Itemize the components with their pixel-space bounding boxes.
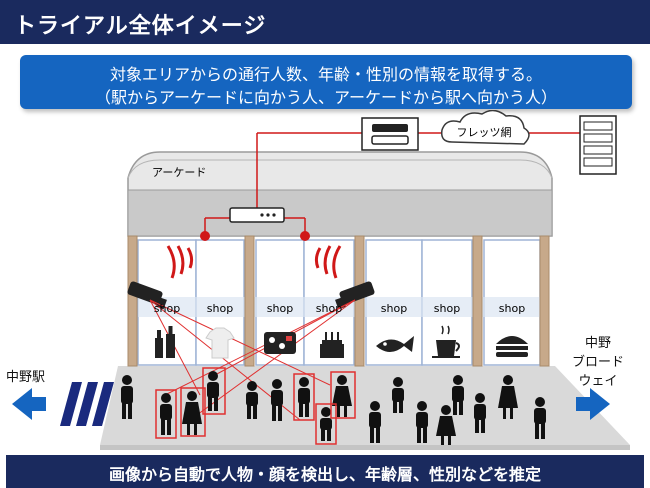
person-icon bbox=[271, 379, 283, 421]
shop-label-7: shop bbox=[499, 302, 525, 315]
bottles-icon bbox=[155, 326, 175, 358]
shop-labels: shop shop shop shop shop shop shop bbox=[154, 302, 525, 315]
router-icon bbox=[229, 207, 285, 223]
footer-bar: 画像から自動で人物・顔を検出し、年齢層、性別などを推定 bbox=[6, 455, 644, 488]
arcade-roof-rim bbox=[127, 159, 553, 179]
subtitle-box: 対象エリアからの通行人数、年齢・性別の情報を取得する。 （駅からアーケードに向か… bbox=[20, 55, 632, 109]
person-icon bbox=[182, 391, 202, 435]
person-icon bbox=[534, 397, 546, 439]
shop-label-1: shop bbox=[154, 302, 180, 315]
pillar-5 bbox=[539, 235, 550, 367]
diagram-canvas: フレッツ網 アーケード shop bbox=[12, 110, 630, 450]
subtitle-line-1: 対象エリアからの通行人数、年齢・性別の情報を取得する。 bbox=[109, 65, 542, 84]
detection-boxes bbox=[155, 367, 356, 445]
pavement-edge bbox=[100, 445, 630, 450]
fish-icon bbox=[376, 336, 414, 352]
person-icon bbox=[392, 377, 404, 413]
person-icon bbox=[452, 375, 464, 415]
title-bar bbox=[0, 0, 650, 44]
server-icon bbox=[579, 115, 617, 175]
signal-waves-left bbox=[166, 231, 210, 279]
person-icon bbox=[121, 375, 133, 419]
person-icon bbox=[474, 393, 486, 433]
pillar-4 bbox=[472, 235, 483, 367]
person-icon bbox=[332, 375, 352, 417]
shop-label-2: shop bbox=[207, 302, 233, 315]
shop-label-5: shop bbox=[381, 302, 407, 315]
person-icon bbox=[369, 401, 381, 443]
gateway-icon bbox=[361, 117, 419, 151]
right-arrow-icon bbox=[576, 388, 610, 420]
shop-label-3: shop bbox=[267, 302, 293, 315]
station-gate-icon bbox=[60, 382, 114, 426]
tshirt-icon bbox=[205, 327, 235, 359]
left-arrow-icon bbox=[12, 388, 46, 420]
pillars bbox=[127, 235, 550, 367]
shop-label-4: shop bbox=[316, 302, 342, 315]
shop-row bbox=[137, 239, 541, 366]
burger-icon bbox=[496, 336, 528, 357]
cloud-icon bbox=[440, 110, 530, 145]
subtitle-line-2: （駅からアーケードに向かう人、アーケードから駅へ向かう人） bbox=[94, 88, 558, 107]
signal-waves-right bbox=[300, 231, 342, 279]
left-destination-label: 中野駅 bbox=[6, 370, 46, 385]
person-icon bbox=[160, 393, 172, 435]
person-icon bbox=[246, 381, 258, 419]
pillar-1 bbox=[127, 235, 138, 367]
person-icon bbox=[498, 375, 518, 419]
arcade-beam bbox=[127, 189, 553, 237]
person-icon bbox=[298, 377, 310, 417]
footer-text: 画像から自動で人物・顔を検出し、年齢層、性別などを推定 bbox=[108, 465, 541, 484]
coffee-icon bbox=[432, 325, 460, 358]
page-title: トライアル全体イメージ bbox=[14, 14, 267, 39]
pavement bbox=[100, 366, 630, 445]
pillar-2 bbox=[244, 235, 255, 367]
arcade-label: アーケード bbox=[152, 166, 206, 179]
person-icon bbox=[416, 401, 428, 443]
pillar-3 bbox=[354, 235, 365, 367]
person-icon bbox=[320, 407, 332, 441]
shop-label-6: shop bbox=[434, 302, 460, 315]
people bbox=[121, 371, 546, 445]
bento-icon bbox=[264, 332, 296, 354]
cake-icon bbox=[320, 332, 344, 358]
person-icon bbox=[436, 405, 456, 445]
network-label: フレッツ網 bbox=[457, 125, 512, 139]
person-icon bbox=[207, 371, 219, 411]
right-destination-label: 中野 ブロード ウェイ bbox=[571, 336, 624, 389]
